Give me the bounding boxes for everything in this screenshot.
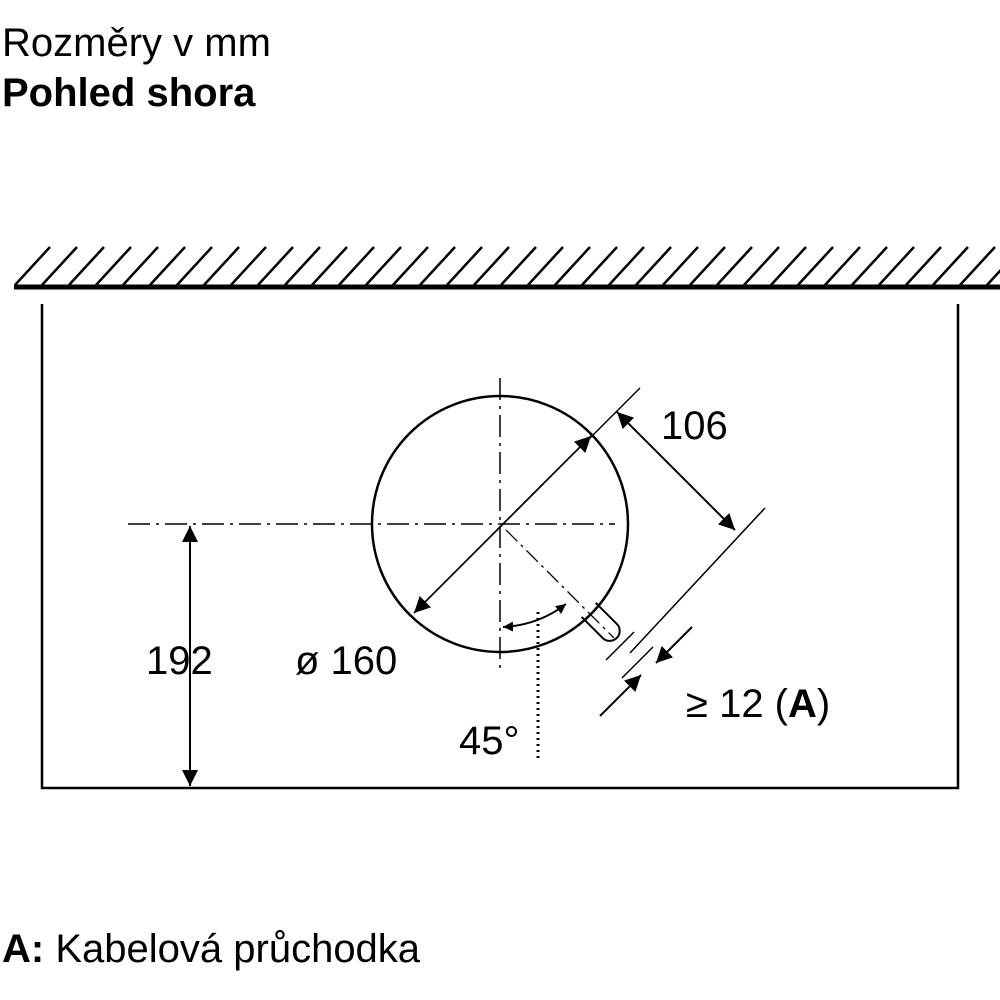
offset-extension-top	[586, 387, 641, 442]
wall-hatching	[14, 246, 1000, 286]
hatch-stroke	[608, 246, 645, 286]
hatch-stroke	[41, 246, 78, 286]
label-offset: 106	[661, 404, 728, 448]
label-gap-prefix: ≥ 12 (	[686, 682, 789, 726]
gap-extension-2	[621, 646, 654, 679]
label-gap-marker: A	[788, 682, 817, 726]
hatch-stroke	[500, 246, 537, 286]
hatch-stroke	[878, 246, 915, 286]
hatch-stroke	[203, 246, 240, 286]
hatch-stroke	[662, 246, 699, 286]
grommet-axis-line	[505, 529, 615, 639]
hatch-stroke	[176, 246, 213, 286]
hatch-stroke	[527, 246, 564, 286]
legend-note: A: Kabelová průchodka	[2, 926, 420, 972]
hatch-stroke	[770, 246, 807, 286]
offset-extension-bottom	[629, 507, 766, 654]
hatch-stroke	[284, 246, 321, 286]
legend-text: Kabelová průchodka	[55, 927, 421, 971]
hatch-stroke	[95, 246, 132, 286]
angle-arc	[502, 603, 567, 632]
cabinet-outline	[40, 304, 960, 790]
hatch-stroke	[419, 246, 456, 286]
label-gap: ≥ 12 (A)	[686, 682, 830, 726]
hatch-stroke	[365, 246, 402, 286]
page-subtitle: Pohled shora	[2, 71, 256, 115]
hatch-stroke	[986, 269, 1000, 286]
hatch-stroke	[554, 246, 591, 286]
hatch-stroke	[338, 246, 375, 286]
gap-arrow-outer	[655, 626, 693, 664]
hatch-stroke	[311, 246, 348, 286]
diameter-dimension-line	[413, 435, 592, 614]
gap-extension-1	[605, 631, 635, 661]
hatch-stroke	[743, 246, 780, 286]
hatch-stroke	[797, 246, 834, 286]
hatch-stroke	[122, 246, 159, 286]
hatch-stroke	[392, 246, 429, 286]
label-diameter: ø 160	[295, 639, 397, 683]
hatch-stroke	[14, 246, 51, 286]
label-height: 192	[146, 639, 213, 683]
hatch-stroke	[716, 246, 753, 286]
hatch-stroke	[932, 246, 969, 286]
hatch-stroke	[473, 246, 510, 286]
hatch-stroke	[230, 246, 267, 286]
legend-marker: A:	[2, 927, 45, 971]
hatch-stroke	[959, 246, 996, 286]
hatch-stroke	[905, 246, 942, 286]
hatch-stroke	[851, 246, 888, 286]
hatch-stroke	[635, 246, 672, 286]
hatch-stroke	[689, 246, 726, 286]
page-title: Rozměry v mm	[2, 21, 271, 65]
cable-grommet-slot	[580, 602, 621, 642]
offset-dimension-line	[616, 411, 736, 531]
hatch-stroke	[824, 246, 861, 286]
hatch-stroke	[446, 246, 483, 286]
hatch-stroke	[257, 246, 294, 286]
gap-arrow-inner	[599, 674, 642, 717]
label-gap-suffix: )	[817, 682, 830, 726]
hatch-stroke	[68, 246, 105, 286]
label-angle: 45°	[459, 719, 520, 763]
hatch-stroke	[149, 246, 186, 286]
hatch-stroke	[581, 246, 618, 286]
